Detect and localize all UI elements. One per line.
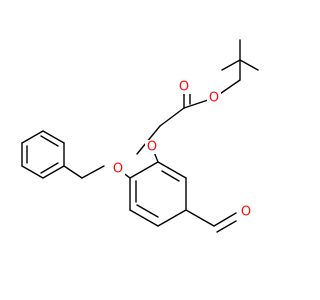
bond-ring-4 <box>157 209 187 227</box>
benzyl-ring-6 <box>42 165 65 179</box>
oxygen-label-bg-ester-ether <box>207 91 221 105</box>
atom-labels: O O O O O <box>111 80 253 220</box>
oxygen-label-bg-ester-carbonyl <box>177 80 191 94</box>
bond-ring-2 <box>157 161 187 179</box>
oxygen-atom-ester-ether: O <box>209 91 219 106</box>
bond-methylene-ester <box>159 107 185 127</box>
bonds <box>21 39 259 233</box>
oxygen-atom-benzyl-ether: O <box>113 162 123 177</box>
bond-ring-inner-1 <box>161 170 180 182</box>
bond-benzyl-ring-link <box>63 165 83 179</box>
bond-aldehyde-c-o-double <box>216 220 237 233</box>
oxygen-label-bg-aldehyde <box>239 205 253 219</box>
bond-tbutyl-left <box>221 59 241 71</box>
bond-benzyl-ch2 <box>81 165 105 179</box>
benzyl-ring-inner-1 <box>40 135 59 147</box>
oxygen-atom-aldehyde: O <box>241 205 251 220</box>
chemical-structure-diagram: O O O O O <box>21 39 259 233</box>
bond-tbutyl-right <box>239 59 259 71</box>
bond-aldehyde-c-o <box>213 212 237 227</box>
benzyl-ring-3 <box>21 130 44 144</box>
oxygen-atom-ester-carbonyl: O <box>179 80 189 95</box>
bond-ring-5 <box>129 209 159 227</box>
benzyl-ring-inner-3 <box>40 162 59 174</box>
bond-ring-1 <box>129 161 159 179</box>
benzyl-ring-2 <box>42 130 65 144</box>
bond-aldehyde-link <box>185 209 215 227</box>
bond-ring-inner-2 <box>136 204 159 218</box>
oxygen-label-bg-benzyl-ether <box>111 162 125 176</box>
benzyl-ring-5 <box>21 165 44 179</box>
oxygen-label-bg-aryl-ether <box>145 140 159 154</box>
oxygen-atom-aryl-ether: O <box>147 140 157 155</box>
